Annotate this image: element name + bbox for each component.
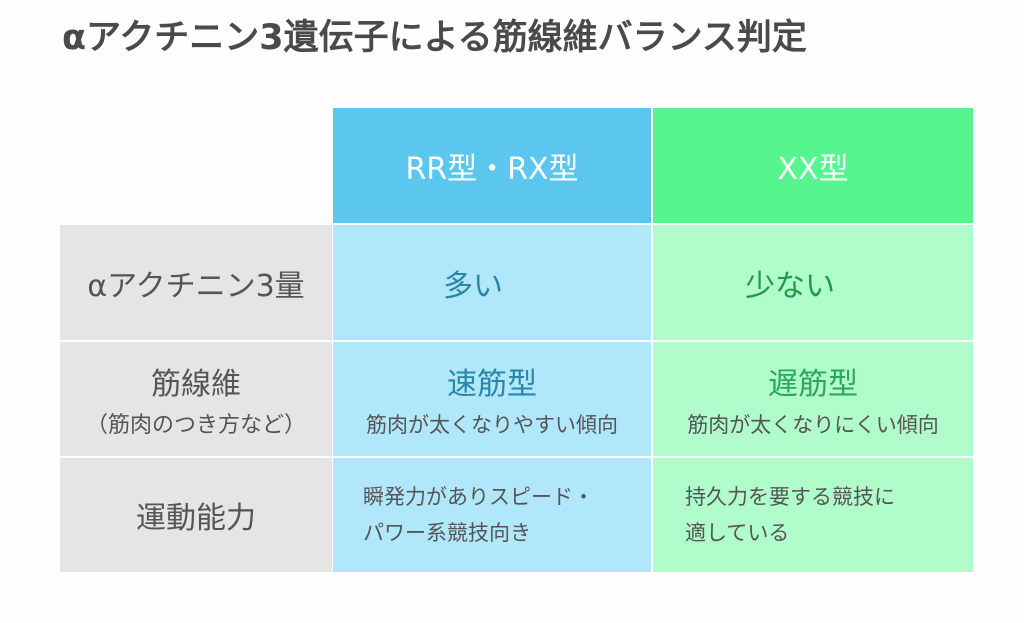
fiber-type-description: 筋肉が太くなりやすい傾向 xyxy=(366,413,618,437)
column-header-rr-rx: RR型・RX型 xyxy=(333,108,651,223)
amount-low-label: 少ない xyxy=(745,268,835,304)
table-corner xyxy=(60,108,332,223)
fiber-type-fast: 速筋型 xyxy=(447,367,537,402)
ability-text-line: 瞬発力がありスピード・ xyxy=(363,485,594,509)
row-header-sublabel: （筋肉のつき方など） xyxy=(85,413,306,438)
amount-high-wrap: 多い xyxy=(333,225,503,340)
cell-ability-rr-rx: 瞬発力がありスピード・ パワー系競技向き xyxy=(333,458,651,572)
cell-ability-xx: 持久力を要する競技に 適している xyxy=(653,458,973,572)
fiber-type-slow: 遅筋型 xyxy=(768,367,858,402)
row-header-muscle-fiber: 筋線維 （筋肉のつき方など） xyxy=(60,342,332,456)
row-header-label: 筋線維 xyxy=(151,367,241,402)
column-header-label: XX型 xyxy=(777,151,849,187)
fiber-type-description: 筋肉が太くなりにくい傾向 xyxy=(687,413,939,437)
ability-text-line: パワー系競技向き xyxy=(363,521,531,545)
ability-text-line: 適している xyxy=(685,521,790,545)
row-header-label: 運動能力 xyxy=(136,501,256,536)
cell-fiber-xx: 遅筋型 筋肉が太くなりにくい傾向 xyxy=(653,342,973,456)
page-title: αアクチニン3遺伝子による筋線維バランス判定 xyxy=(62,18,807,58)
row-header-label: αアクチニン3量 xyxy=(87,268,305,304)
amount-low-wrap: 少ない xyxy=(745,225,875,340)
row-header-actinin-amount: αアクチニン3量 xyxy=(60,225,332,340)
row-header-athletic-ability: 運動能力 xyxy=(60,458,332,572)
amount-high-label: 多い xyxy=(443,268,503,304)
ability-text-line: 持久力を要する競技に xyxy=(685,485,895,509)
cell-fiber-rr-rx: 速筋型 筋肉が太くなりやすい傾向 xyxy=(333,342,651,456)
column-header-label: RR型・RX型 xyxy=(405,151,579,187)
comparison-table: RR型・RX型 XX型 αアクチニン3量 筋線維 （筋肉のつき方など） 速筋型 … xyxy=(60,108,973,573)
column-header-xx: XX型 xyxy=(653,108,973,223)
